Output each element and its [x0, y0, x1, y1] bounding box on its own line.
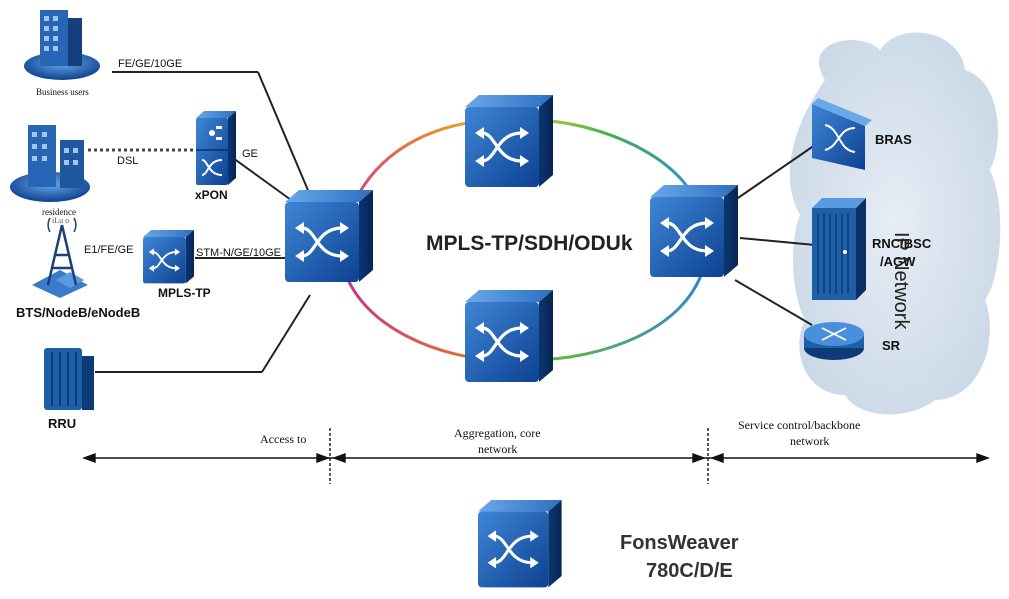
- fe-ge-10ge-label: FE/GE/10GE: [118, 58, 183, 70]
- aggregation-label-line1: Aggregation, core: [454, 426, 541, 440]
- sr-label: SR: [882, 338, 901, 353]
- product-model: 780C/D/E: [646, 560, 733, 582]
- ring-label: MPLS-TP/SDH/ODUk: [426, 232, 633, 255]
- service-label-line2: network: [790, 434, 830, 448]
- rru-label: RRU: [48, 416, 77, 431]
- mpls-tp-switch: [142, 229, 195, 285]
- product-name: FonsWeaver: [620, 532, 739, 554]
- dsl-label: DSL: [117, 155, 139, 167]
- mpls-tp-label: MPLS-TP: [158, 286, 211, 300]
- ring-switch-bottom: [463, 288, 555, 384]
- xpon-label: xPON: [195, 188, 228, 202]
- residence-building-icon: [10, 125, 90, 202]
- xpon-device: [196, 111, 236, 185]
- bras-icon: [812, 98, 872, 170]
- aggregation-label-line2: network: [478, 442, 518, 456]
- ring-switch-right: [648, 183, 740, 279]
- agw-label: /AGW: [880, 254, 916, 269]
- connection-lines: [95, 71, 816, 373]
- scope-axis: [81, 428, 991, 484]
- rnc-bsc-label: RNC/BSC: [872, 236, 932, 251]
- business-users-label: Business users: [36, 87, 89, 97]
- product-switch: [476, 498, 564, 589]
- bras-label: BRAS: [875, 132, 912, 147]
- ring-switch-left: [283, 188, 375, 284]
- tower-text: iLu o: [52, 216, 70, 225]
- sr-router-icon: [804, 322, 864, 360]
- rru-icon: [44, 348, 94, 410]
- access-to-label: Access to: [260, 432, 307, 446]
- e1-fe-ge-label: E1/FE/GE: [84, 244, 134, 256]
- business-building-icon: [24, 10, 100, 80]
- ge-label: GE: [242, 148, 258, 160]
- bts-label: BTS/NodeB/eNodeB: [16, 305, 141, 320]
- service-label-line1: Service control/backbone: [738, 418, 861, 432]
- stm-n-label: STM-N/GE/10GE: [196, 247, 281, 259]
- ring-switch-top: [463, 93, 555, 189]
- bts-tower-icon: [32, 217, 88, 298]
- rnc-rack-icon: [812, 198, 866, 300]
- ip-network-label: IP Network: [890, 232, 912, 330]
- residence-label: residence: [42, 207, 76, 217]
